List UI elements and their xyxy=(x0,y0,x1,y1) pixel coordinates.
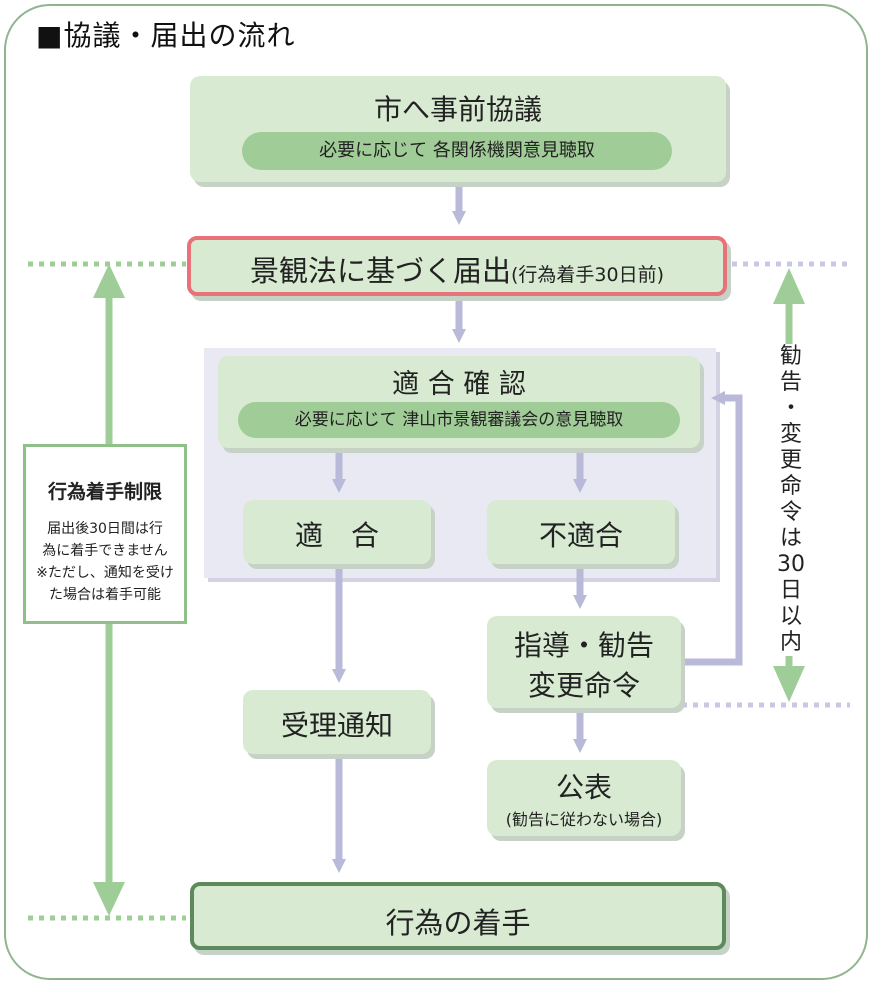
conform-label: 適 合 xyxy=(294,519,379,552)
restriction-box: 行為着手制限 届出後30日間は行 為に着手できません ※ただし、通知を受け た場… xyxy=(23,444,187,624)
restriction-title: 行為着手制限 xyxy=(47,481,162,503)
page-title: ■協議・届出の流れ xyxy=(36,19,296,52)
start-label: 行為の着手 xyxy=(385,906,531,940)
check-box: 適 合 確 認 必要に応じて 津山市景観審議会の意見聴取 xyxy=(218,356,700,448)
check-sub: 必要に応じて 津山市景観審議会の意見聴取 xyxy=(238,402,680,438)
prior-consultation-label: 市へ事前協議 xyxy=(373,93,542,126)
notification-note: (行為着手30日前) xyxy=(511,264,665,286)
restriction-line: 届出後30日間は行 xyxy=(47,521,163,537)
check-label: 適 合 確 認 xyxy=(392,369,526,400)
restriction-line: ※ただし、通知を受け xyxy=(36,565,174,581)
publication-label: 公表 xyxy=(555,771,612,804)
nonconform-label: 不適合 xyxy=(538,519,623,552)
notification-box: 景観法に基づく届出(行為着手30日前) xyxy=(187,236,727,296)
restriction-line: 為に着手できません xyxy=(42,543,168,559)
restriction-line: た場合は着手可能 xyxy=(49,587,161,603)
publication-sub: (勧告に従わない場合) xyxy=(505,810,663,829)
start-box: 行為の着手 xyxy=(190,882,726,950)
publication-box: 公表 (勧告に従わない場合) xyxy=(487,760,681,836)
receipt-label: 受理通知 xyxy=(280,709,393,742)
prior-consultation-box: 市へ事前協議 必要に応じて 各関係機関意見聴取 xyxy=(190,76,726,182)
guidance-line1: 指導・勧告 xyxy=(513,629,654,662)
receipt-box: 受理通知 xyxy=(243,690,431,754)
prior-consultation-sub: 必要に応じて 各関係機関意見聴取 xyxy=(242,132,672,170)
guidance-box: 指導・勧告 変更命令 xyxy=(487,616,681,708)
arrow-guidance-loop xyxy=(684,391,743,666)
notification-label: 景観法に基づく届出 xyxy=(249,254,511,288)
deadline-text: 勧 告 ・ 変 更 命 令 は 30 日 以 内 xyxy=(776,344,806,656)
guidance-line2: 変更命令 xyxy=(527,669,640,702)
conform-box: 適 合 xyxy=(243,500,431,564)
nonconform-box: 不適合 xyxy=(487,500,675,564)
